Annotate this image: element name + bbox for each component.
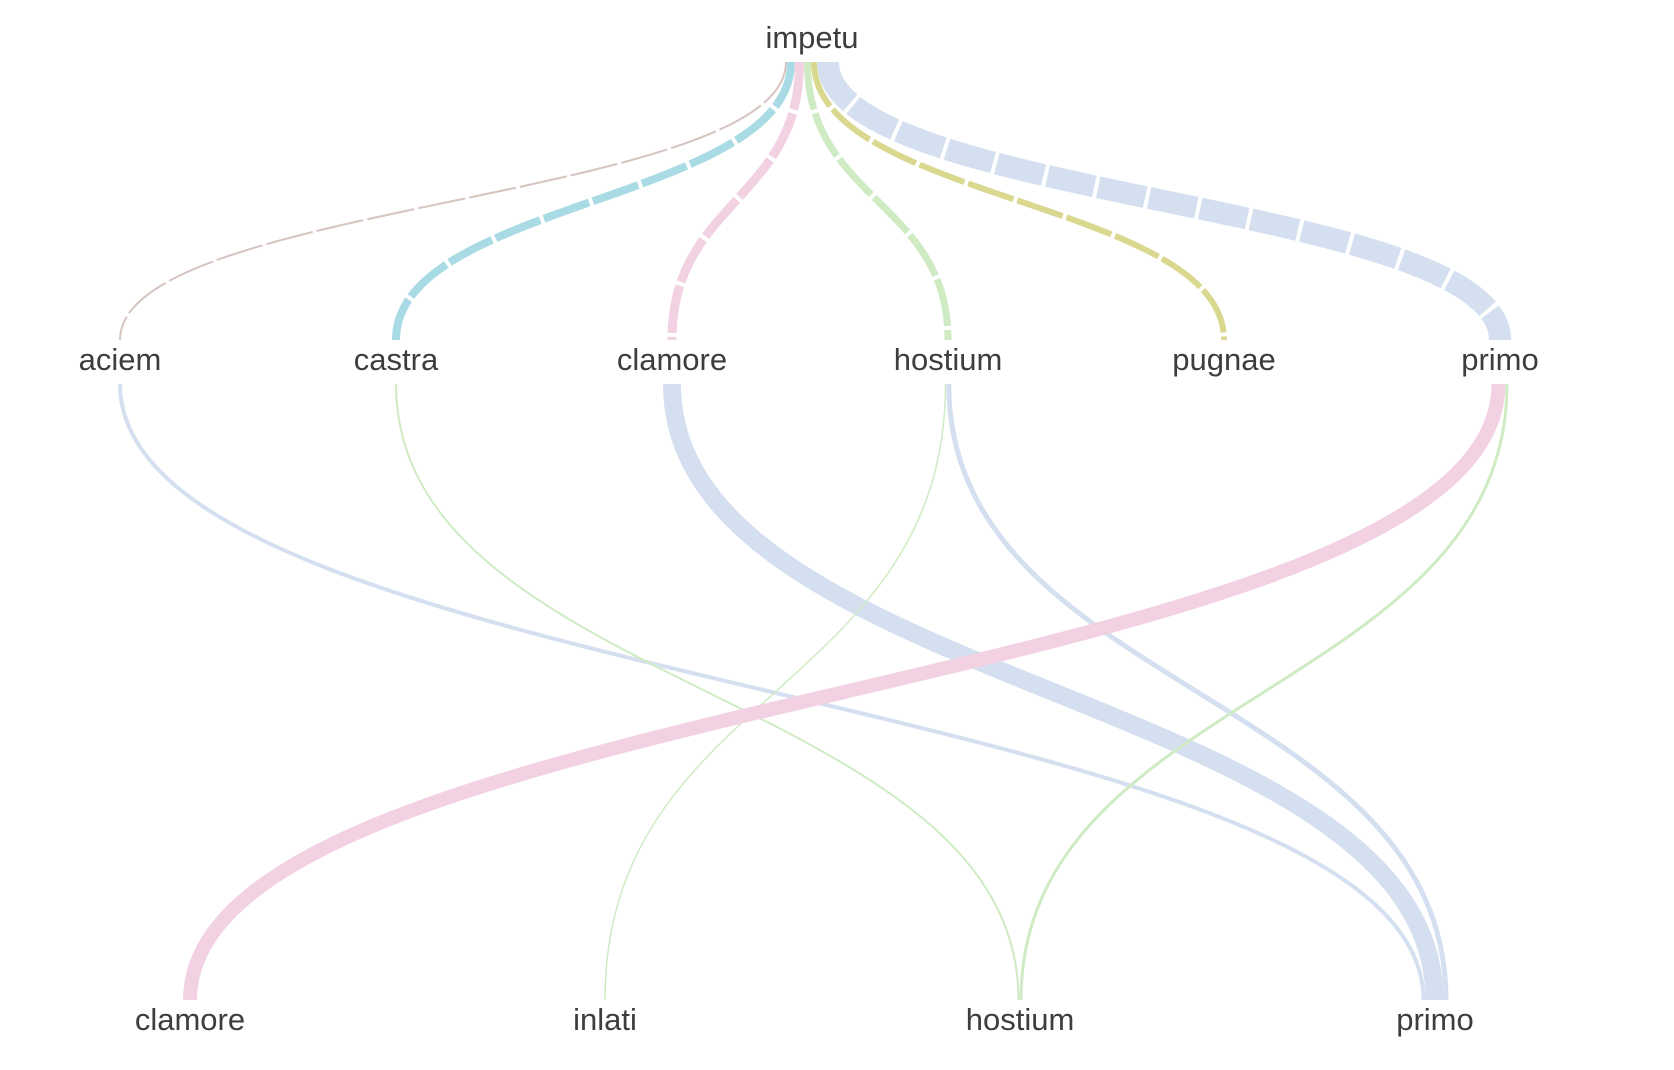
node-label-l1-castra: castra bbox=[354, 342, 439, 377]
link-root-to-l1-clamore bbox=[667, 61, 804, 341]
labels-layer: impetu aciem castra clamore hostium pugnae pri… bbox=[79, 20, 1539, 1037]
node-label-l2-clamore: clamore bbox=[135, 1002, 245, 1037]
link-root-to-l1-aciem bbox=[119, 61, 787, 341]
link-l1-castra-to-l2-hostium bbox=[395, 383, 1020, 1001]
link-l1-hostium-to-l2-inlati bbox=[604, 383, 947, 1001]
link-l1-clamore-to-l2-primo bbox=[663, 383, 1444, 1001]
link-l1-hostium-to-l2-primo bbox=[946, 383, 1449, 1001]
node-label-l1-clamore: clamore bbox=[617, 342, 727, 377]
link-root-to-l1-primo bbox=[817, 60, 1511, 342]
node-label-l1-pugnae: pugnae bbox=[1172, 342, 1275, 377]
link-root-to-l1-pugnae bbox=[811, 61, 1227, 341]
link-root-to-l1-hostium bbox=[804, 61, 952, 341]
node-label-l1-hostium: hostium bbox=[894, 342, 1003, 377]
link-l1-aciem-to-l2-primo bbox=[118, 383, 1426, 1001]
node-label-l1-primo: primo bbox=[1461, 342, 1539, 377]
node-label-l1-aciem: aciem bbox=[79, 342, 162, 377]
link-l1-primo-to-l2-clamore bbox=[183, 383, 1506, 1001]
link-root-to-l1-castra bbox=[392, 61, 795, 341]
node-label-root: impetu bbox=[765, 20, 858, 55]
link-l1-primo-to-l2-hostium bbox=[1019, 383, 1509, 1001]
node-label-l2-primo: primo bbox=[1396, 1002, 1474, 1037]
node-label-l2-hostium: hostium bbox=[966, 1002, 1075, 1037]
node-label-l2-inlati: inlati bbox=[573, 1002, 637, 1037]
links-layer bbox=[118, 60, 1511, 1001]
